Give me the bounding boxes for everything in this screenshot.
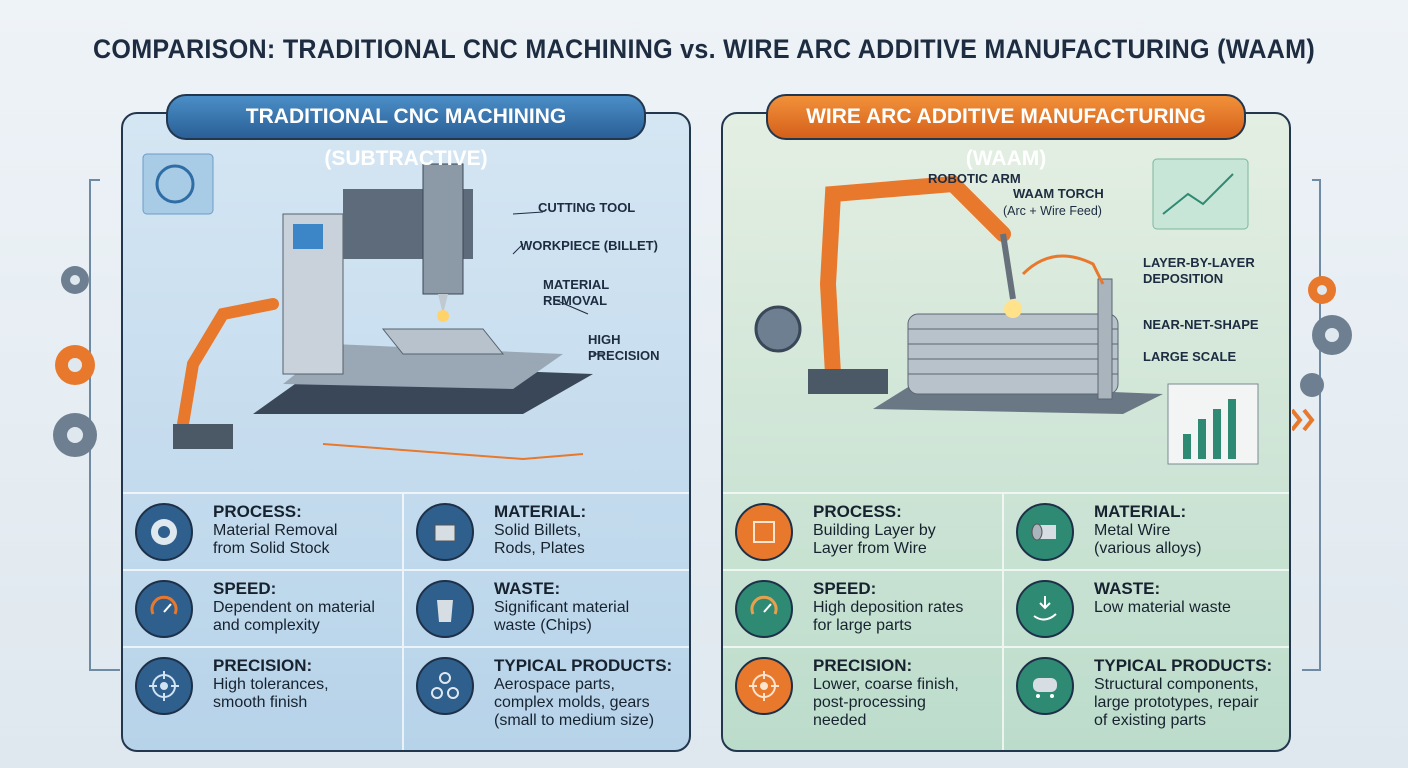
waam-products-cell: TYPICAL PRODUCTS:Structural components,l… — [1004, 646, 1289, 750]
chevron-right-icon — [1292, 408, 1315, 432]
waam-header: WIRE ARC ADDITIVE MANUFACTURING (WAAM) — [766, 94, 1246, 170]
cell-heading: PROCESS: — [213, 502, 302, 521]
gears-icon — [416, 657, 474, 715]
cell-heading: PRECISION: — [213, 656, 313, 675]
crosshair-icon — [135, 657, 193, 715]
cell-text: Material Removal — [213, 522, 338, 539]
cell-text: and complexity — [213, 617, 320, 634]
cell-heading: PRECISION: — [813, 656, 913, 675]
callout-material: MATERIAL — [543, 277, 610, 292]
waam-robot-illustration — [754, 158, 1259, 465]
cell-heading: WASTE: — [1094, 579, 1161, 598]
speedometer-icon — [735, 580, 793, 638]
wire-tube-icon — [1016, 503, 1074, 561]
page-title: COMPARISON: TRADITIONAL CNC MACHINING vs… — [93, 34, 1315, 64]
cell-text: Building Layer by — [813, 522, 936, 539]
cnc-panel: CUTTING TOOL WORKPIECE (BILLET) MATERIAL… — [121, 112, 691, 752]
cell-text: from Solid Stock — [213, 540, 330, 557]
callout-robotic-arm: ROBOTIC ARM — [928, 171, 1021, 186]
callout-near-net-shape: NEAR-NET-SHAPE — [1143, 317, 1259, 332]
layer-frame-icon — [735, 503, 793, 561]
cnc-precision-cell: PRECISION:High tolerances,smooth finish — [123, 646, 404, 750]
cell-text: High tolerances, — [213, 676, 329, 693]
callout-workpiece: WORKPIECE (BILLET) — [520, 238, 658, 253]
cell-text: Dependent on material — [213, 599, 375, 616]
cell-heading: WASTE: — [494, 579, 561, 598]
cell-text: Structural components, — [1094, 676, 1259, 693]
waam-material-cell: MATERIAL:Metal Wire(various alloys) — [1004, 492, 1289, 569]
cell-text: (various alloys) — [1094, 540, 1202, 557]
waam-precision-cell: PRECISION:Lower, coarse finish,post-proc… — [723, 646, 1004, 750]
callout-cutting-tool: CUTTING TOOL — [538, 200, 636, 215]
cell-text: Metal Wire — [1094, 522, 1171, 539]
cnc-products-cell: TYPICAL PRODUCTS:Aerospace parts,complex… — [404, 646, 689, 750]
cnc-material-cell: MATERIAL:Solid Billets,Rods, Plates — [404, 492, 689, 569]
hand-down-arrow-icon — [1016, 580, 1074, 638]
cell-text: smooth finish — [213, 694, 308, 711]
callout-high: HIGH — [588, 332, 621, 347]
cell-text: Significant material — [494, 599, 630, 616]
speedometer-icon — [135, 580, 193, 638]
callout-waam-torch: WAAM TORCH — [1013, 186, 1104, 201]
cell-text: for large parts — [813, 617, 912, 634]
cell-heading: TYPICAL PRODUCTS: — [494, 656, 673, 675]
cell-text: large prototypes, repair — [1094, 694, 1259, 711]
cell-heading: TYPICAL PRODUCTS: — [1094, 656, 1273, 675]
cell-text: High deposition rates — [813, 599, 964, 616]
cell-text: needed — [813, 712, 867, 729]
callout-removal: REMOVAL — [543, 293, 608, 308]
cnc-machine-illustration — [142, 153, 603, 461]
cell-text: Aerospace parts, — [494, 676, 615, 693]
cell-heading: MATERIAL: — [494, 502, 587, 521]
crosshair-icon — [735, 657, 793, 715]
trash-bin-icon — [416, 580, 474, 638]
callout-large-scale: LARGE SCALE — [1143, 349, 1237, 364]
waam-waste-cell: WASTE:Low material waste — [1004, 569, 1289, 646]
cell-text: Lower, coarse finish, — [813, 676, 959, 693]
cell-heading: SPEED: — [213, 579, 277, 598]
cell-text: Low material waste — [1094, 599, 1231, 616]
cell-text: complex molds, gears — [494, 694, 650, 711]
cell-text: waste (Chips) — [494, 617, 592, 634]
cell-heading: SPEED: — [813, 579, 877, 598]
cell-text: Rods, Plates — [494, 540, 585, 557]
left-gears-decoration — [53, 179, 120, 671]
cell-text: Layer from Wire — [813, 540, 927, 557]
cell-text: Solid Billets, — [494, 522, 582, 539]
cell-heading: MATERIAL: — [1094, 502, 1187, 521]
gear-icon — [1300, 373, 1324, 397]
gear-icon — [135, 503, 193, 561]
cell-text: (small to medium size) — [494, 712, 655, 729]
cell-text: post-processing — [813, 694, 926, 711]
waam-panel: ROBOTIC ARM WAAM TORCH (Arc + Wire Feed)… — [721, 112, 1291, 752]
callout-precision: PRECISION — [588, 348, 660, 363]
cell-heading: PROCESS: — [813, 502, 902, 521]
callout-deposition: DEPOSITION — [1143, 271, 1224, 286]
cnc-header: TRADITIONAL CNC MACHINING (SUBTRACTIVE) — [166, 94, 646, 170]
cell-text: of existing parts — [1094, 712, 1207, 729]
right-gears-decoration — [1292, 179, 1352, 671]
billet-icon — [416, 503, 474, 561]
callout-arc-wire-feed: (Arc + Wire Feed) — [1003, 204, 1102, 218]
callout-layer-by-layer: LAYER-BY-LAYER — [1143, 255, 1255, 270]
tank-icon — [1016, 657, 1074, 715]
